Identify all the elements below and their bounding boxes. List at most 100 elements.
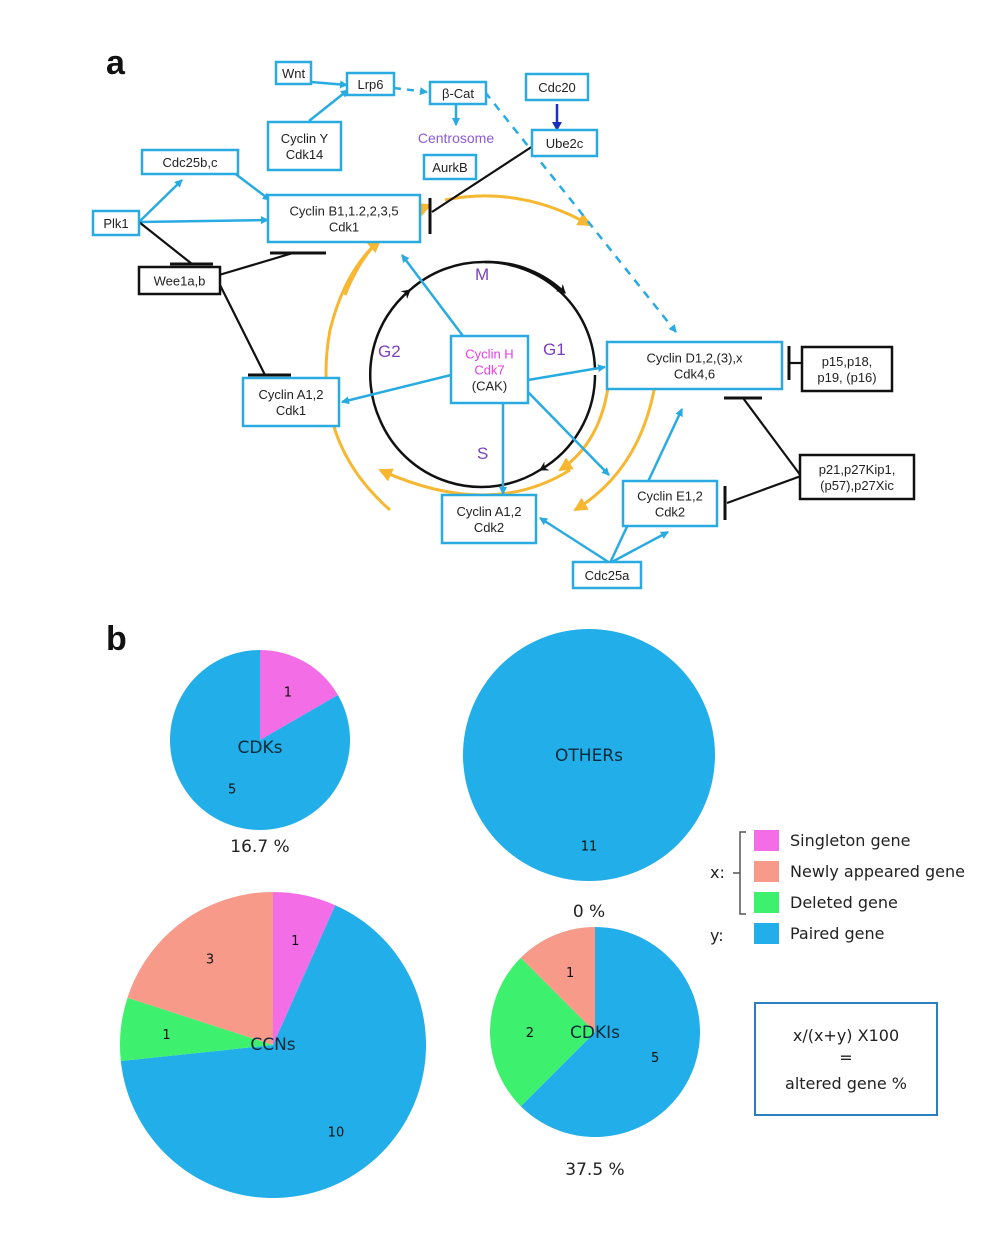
node-label: Cdk7 [474, 363, 504, 378]
node-label: (CAK) [472, 379, 507, 394]
node-label: Cdk14 [286, 147, 324, 162]
pie-value-label: 3 [206, 952, 214, 967]
legend-item: Newly appeared gene [754, 861, 965, 882]
pie-slice [120, 997, 273, 1061]
node-label: Plk1 [103, 216, 128, 231]
pie-value-label: 1 [162, 1028, 170, 1043]
legend-label: Deleted gene [790, 893, 898, 912]
pie-altered-percent: 16.7 % [230, 837, 289, 857]
legend-y-label: y: [710, 926, 724, 945]
node-label: AurkB [432, 160, 467, 175]
pie-slice [127, 892, 274, 1045]
node-cdc20: Cdc20 [524, 72, 590, 102]
legend-label: Newly appeared gene [790, 862, 965, 881]
panel-b-label: b [106, 620, 127, 658]
legend-item: Singleton gene [754, 830, 910, 851]
formula-box: x/(x+y) X100 = altered gene % [754, 1002, 938, 1116]
node-label: Cyclin A1,2 [456, 504, 521, 519]
node-label: Cyclin E1,2 [637, 489, 703, 504]
pie-value-label: 1 [291, 934, 299, 949]
phase-s: S [477, 444, 488, 463]
inhibition-lines [138, 145, 802, 520]
pie-slice [489, 957, 595, 1107]
legend-swatch [754, 830, 779, 851]
panel-a-label: a [106, 44, 126, 82]
node-label: Ube2c [546, 136, 584, 151]
formula-line-3: altered gene % [785, 1074, 907, 1093]
node-p15: p15,p18,p19, (p16) [800, 345, 894, 393]
pie-slice [170, 650, 350, 830]
legend-item: Paired gene [754, 923, 884, 944]
pie-title: CDKs [238, 738, 283, 758]
pie-cdks: 1 5 CDKs 16.7 % [170, 650, 350, 857]
node-label: Cyclin B1,1.2,2,3,5 [289, 204, 398, 219]
pie-value-label: 10 [328, 1126, 345, 1141]
node-label: Lrp6 [357, 77, 383, 92]
pie-slice [260, 650, 338, 740]
pie-value-label: 5 [228, 782, 236, 797]
node-label: Cdk1 [276, 403, 306, 418]
node-label: p19, (p16) [817, 370, 876, 385]
node-label: Cdk4,6 [674, 367, 715, 382]
node-label: Cyclin Y [281, 131, 329, 146]
pie-slice [520, 927, 700, 1137]
node-label: Wee1a,b [154, 274, 206, 289]
pie-slice [520, 926, 595, 1032]
node-label: (p57),p27Xic [820, 478, 894, 493]
pie-altered-percent: 0 % [573, 902, 605, 922]
node-cdc25bc: Cdc25b,c [140, 148, 240, 176]
node-wee1: Wee1a,b [137, 265, 222, 296]
formula-line-1: x/(x+y) X100 [793, 1026, 899, 1045]
pie-altered-percent: 37.5 % [565, 1160, 624, 1180]
pie-title: CCNs [250, 1035, 295, 1055]
pie-slice [273, 892, 336, 1045]
legend-item: Deleted gene [754, 892, 898, 913]
pie-slice [463, 629, 715, 881]
pie-ccns: 11013CCNs33.3 % [120, 892, 427, 1199]
pie-value-label: 5 [651, 1051, 659, 1066]
formula-line-2: = [839, 1048, 852, 1067]
legend-bracket [733, 831, 746, 915]
legend-label: Singleton gene [790, 831, 910, 850]
legend-swatch [754, 923, 779, 944]
phase-g1: G1 [543, 340, 566, 359]
legend-swatch [754, 861, 779, 882]
node-wnt: Wnt [274, 60, 313, 86]
legend-swatch [754, 892, 779, 913]
pie-value-label: 2 [526, 1026, 534, 1041]
phase-m: M [475, 265, 489, 284]
legend-label: Paired gene [790, 924, 884, 943]
node-label: Cdc25a [585, 568, 631, 583]
node-label: Cyclin D1,2,(3),x [646, 351, 743, 366]
node-label: Cdc20 [538, 80, 576, 95]
activation-arrows [138, 80, 684, 565]
node-label: p21,p27Kip1, [819, 462, 896, 477]
node-ube2c: Ube2c [530, 128, 599, 158]
node-lrp6: Lrp6 [345, 71, 396, 97]
pie-value-label: 1 [284, 686, 292, 701]
node-label: β-Cat [442, 86, 474, 101]
pie-value-label: 1 [566, 966, 574, 981]
node-aurkb: AurkB [422, 153, 478, 181]
phase-g2: G2 [378, 342, 401, 361]
legend-x-label: x: [710, 863, 725, 882]
node-plk1: Plk1 [91, 209, 141, 237]
node-cdc25a: Cdc25a [571, 560, 643, 590]
node-label: Cyclin A1,2 [258, 387, 323, 402]
node-label: Cdk2 [474, 520, 504, 535]
node-label: Cdc25b,c [163, 155, 218, 170]
node-label: Cdk1 [329, 220, 359, 235]
node-label: Wnt [282, 66, 306, 81]
